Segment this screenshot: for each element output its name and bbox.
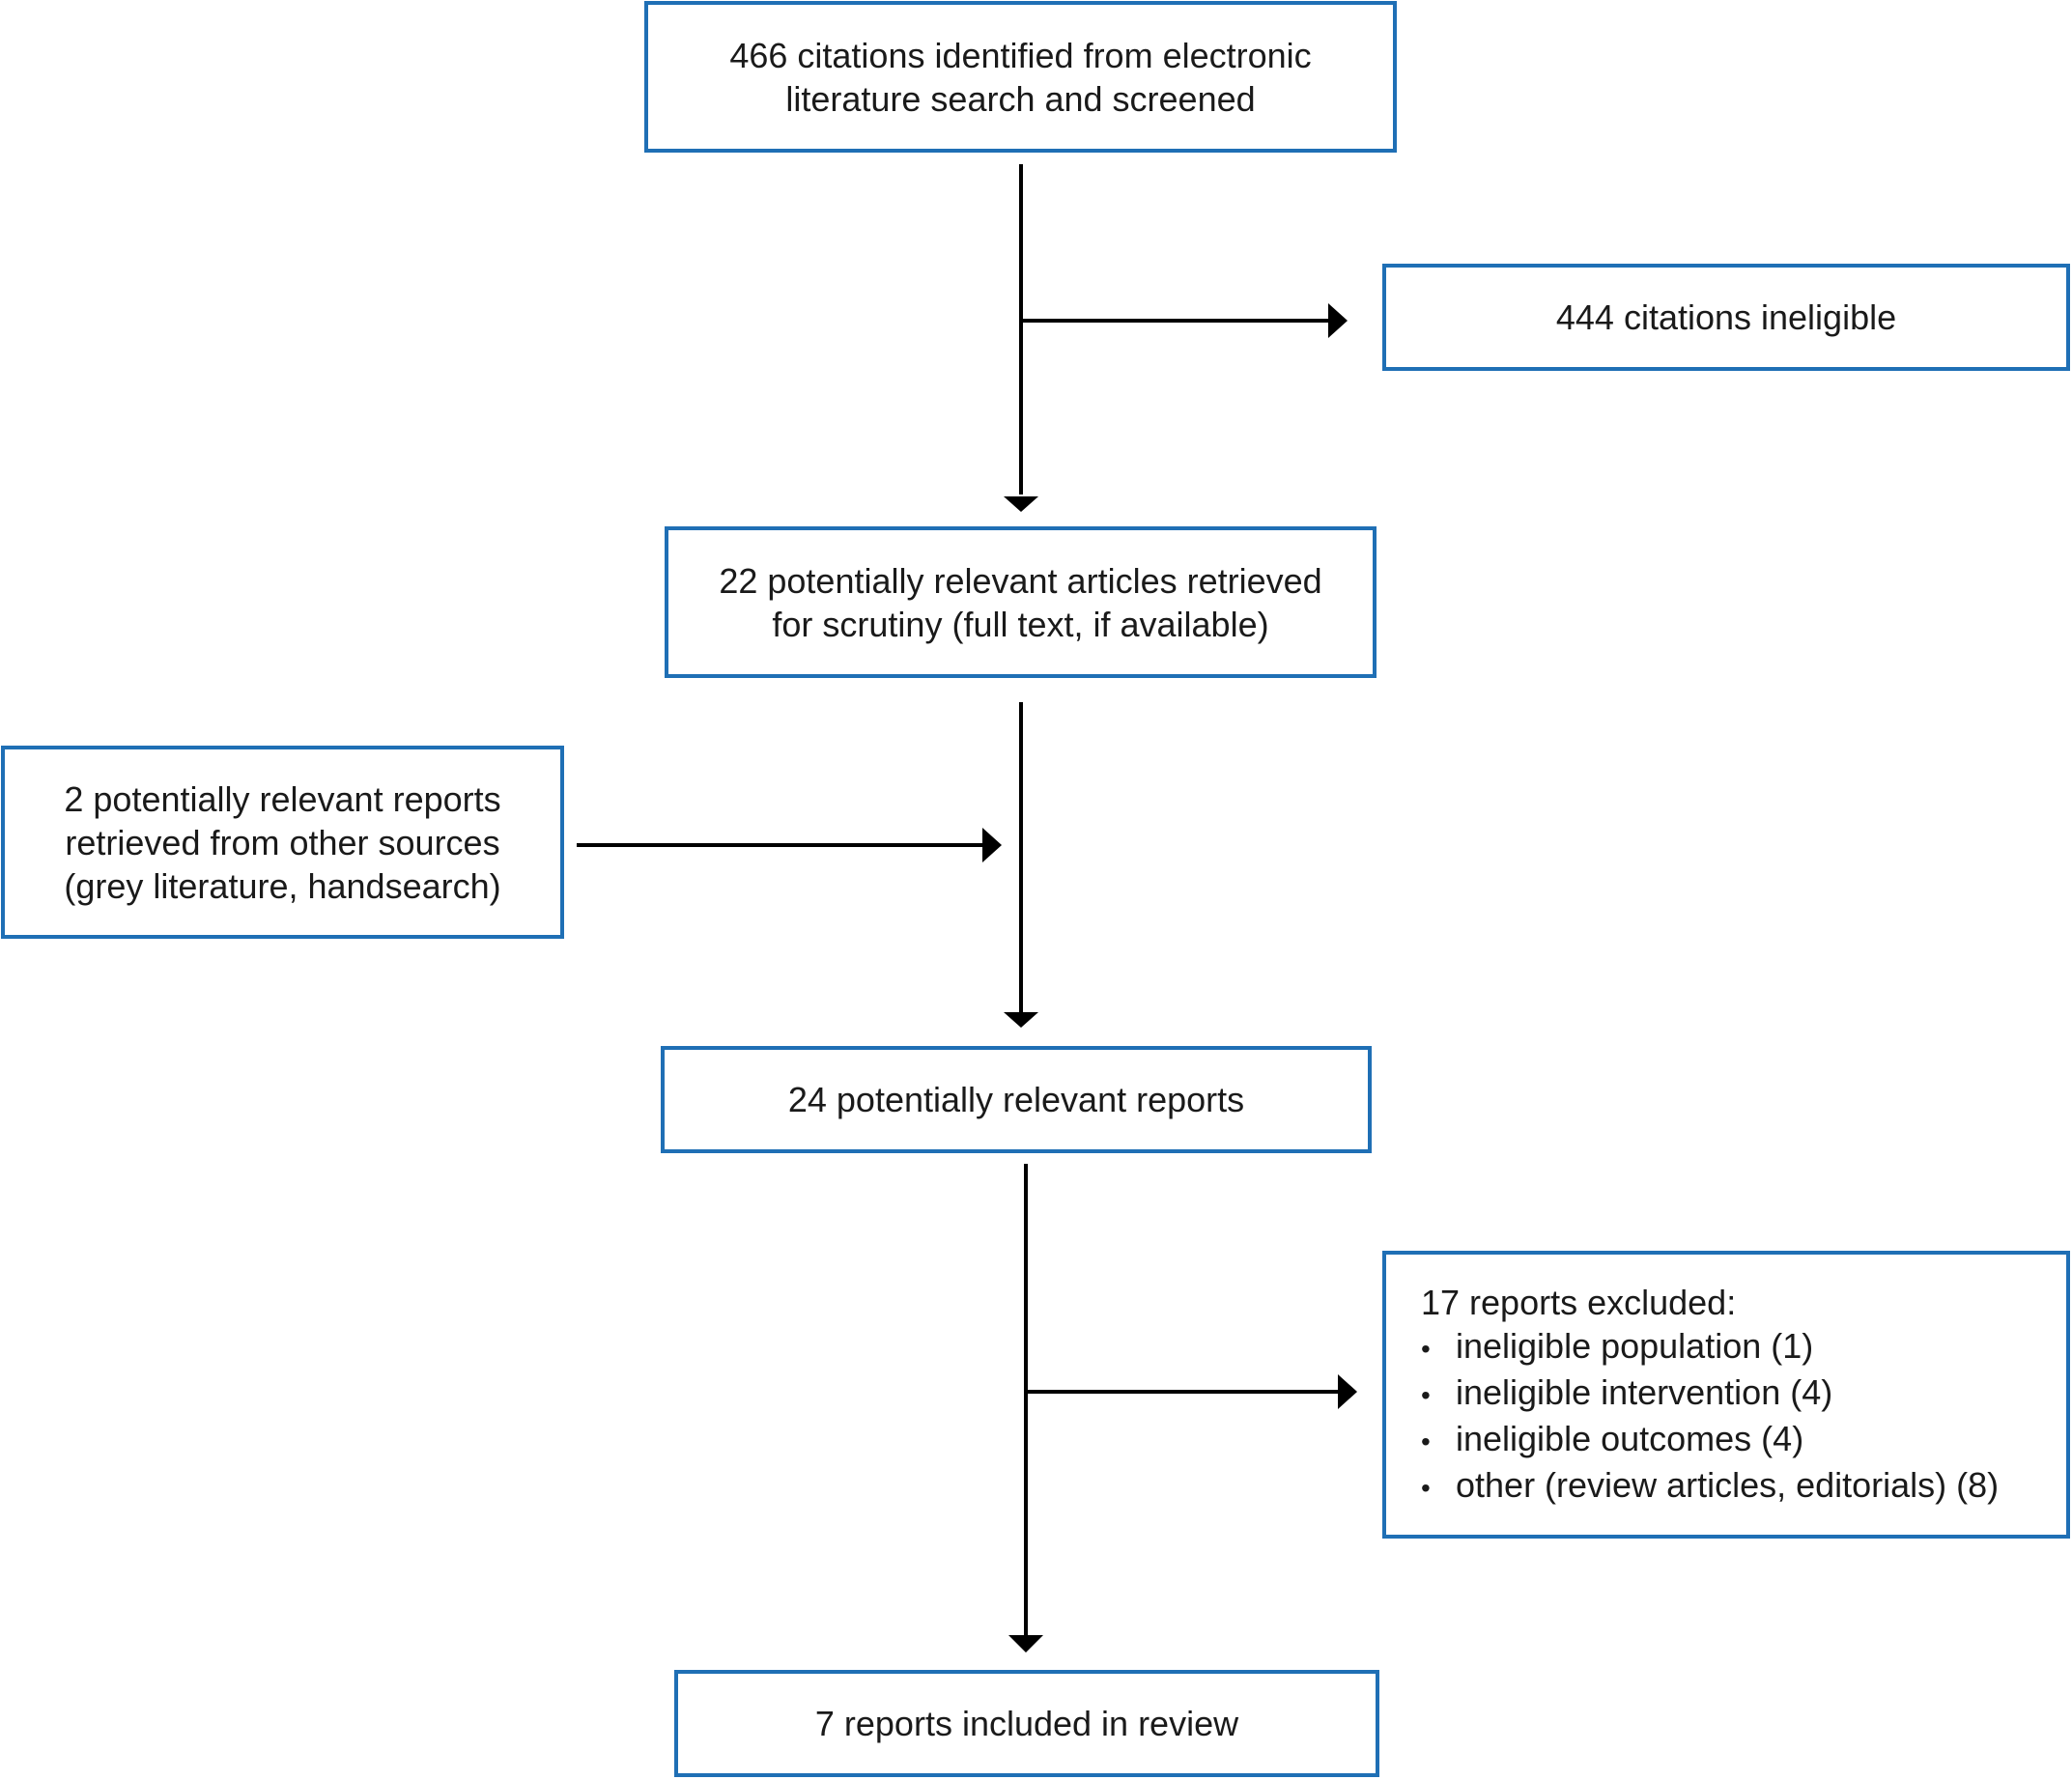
excluded-heading: 17 reports excluded: [1421, 1282, 1737, 1322]
ineligible-citations-box: 444 citations ineligible [1382, 264, 2070, 371]
other-sources-line-2: retrieved from other sources [65, 822, 500, 862]
arrowhead-right-ineligible [1328, 303, 1348, 338]
other-sources-box: 2 potentially relevant reports retrieved… [1, 746, 564, 939]
excluded-item-label: other (review articles, editorials) (8) [1456, 1464, 2000, 1505]
arrowhead-right-other-sources [982, 828, 1002, 862]
excluded-item: • ineligible outcomes (4) [1421, 1417, 1803, 1463]
bullet-icon: • [1421, 1379, 1431, 1410]
identified-line-1: 466 citations identified from electronic [729, 35, 1312, 75]
excluded-reports-box: 17 reports excluded: • ineligible popula… [1382, 1251, 2070, 1539]
excluded-item: • ineligible population (1) [1421, 1324, 1813, 1370]
arrowhead-down-included [1008, 1635, 1043, 1653]
ineligible-text: 444 citations ineligible [1555, 297, 1897, 337]
arrowhead-down-relevant [1004, 1012, 1038, 1028]
bullet-icon: • [1421, 1472, 1431, 1503]
arrowhead-right-excluded [1338, 1374, 1357, 1409]
other-sources-line-1: 2 potentially relevant reports [64, 778, 501, 819]
excluded-item-label: ineligible population (1) [1456, 1325, 1814, 1366]
retrieved-line-2: for scrutiny (full text, if available) [772, 604, 1269, 644]
excluded-item: • other (review articles, editorials) (8… [1421, 1463, 1999, 1510]
excluded-item: • ineligible intervention (4) [1421, 1370, 1832, 1417]
arrowhead-down-retrieved [1004, 496, 1038, 512]
bullet-icon: • [1421, 1426, 1431, 1456]
potentially-relevant-text: 24 potentially relevant reports [787, 1080, 1245, 1119]
included-text: 7 reports included in review [814, 1704, 1239, 1743]
identified-line-2: literature search and screened [785, 78, 1256, 119]
bullet-icon: • [1421, 1333, 1431, 1364]
excluded-item-label: ineligible outcomes (4) [1456, 1418, 1804, 1458]
retrieved-line-1: 22 potentially relevant articles retriev… [719, 560, 1322, 601]
potentially-relevant-reports-box: 24 potentially relevant reports [661, 1046, 1372, 1153]
included-reports-box: 7 reports included in review [674, 1670, 1379, 1777]
other-sources-line-3: (grey literature, handsearch) [64, 865, 501, 906]
retrieved-articles-box: 22 potentially relevant articles retriev… [665, 526, 1377, 678]
excluded-item-label: ineligible intervention (4) [1456, 1371, 1833, 1412]
identified-citations-box: 466 citations identified from electronic… [644, 1, 1397, 153]
